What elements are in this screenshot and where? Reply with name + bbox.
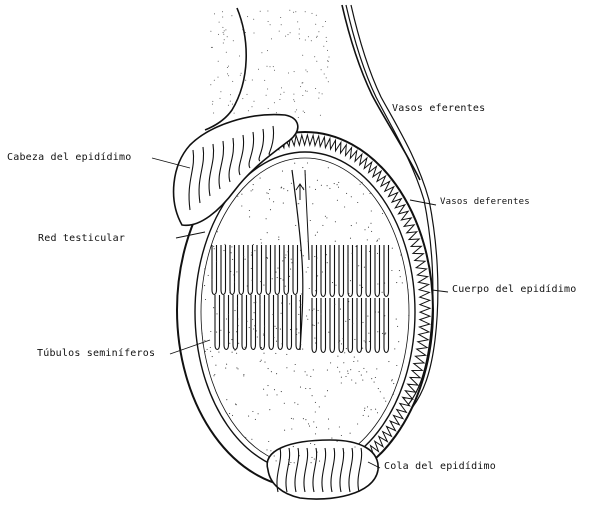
leader-vasos-deferentes	[410, 200, 436, 205]
label-tubulos-seminiferos: Túbulos seminíferos	[37, 348, 155, 359]
label-vasos-eferentes: Vasos eferentes	[392, 103, 485, 114]
label-cabeza-epididimo: Cabeza del epidídimo	[7, 152, 131, 163]
spermatic-cord-left-outline	[205, 8, 246, 130]
rete-arrow	[296, 184, 304, 200]
rete-testis-line	[305, 170, 309, 260]
seminiferous-tubules	[212, 245, 389, 353]
label-cola-epididimo: Cola del epidídimo	[384, 461, 496, 472]
label-vasos-deferentes: Vasos deferentes	[440, 197, 530, 207]
leader-cuerpo	[432, 290, 448, 292]
label-cuerpo-epididimo: Cuerpo del epidídimo	[452, 284, 576, 295]
label-red-testicular: Red testicular	[38, 233, 125, 244]
stipple-texture	[202, 10, 410, 465]
